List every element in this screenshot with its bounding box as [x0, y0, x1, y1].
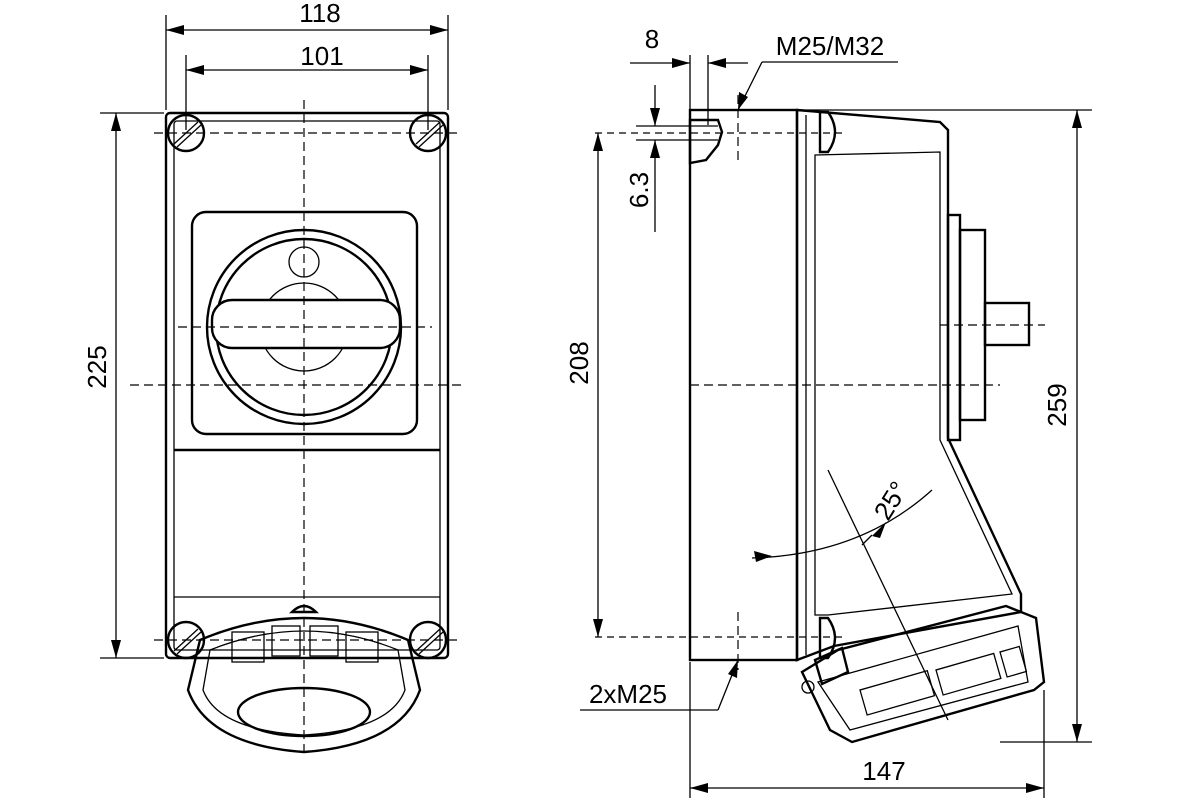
dimension-101-label: 101	[300, 41, 343, 71]
dimension-6-3	[636, 85, 690, 232]
front-socket	[186, 604, 422, 754]
front-view: 118 101 225	[82, 0, 465, 754]
top-cable-entry	[688, 118, 724, 165]
dimension-259	[797, 109, 1092, 743]
side-cover-body	[795, 108, 1023, 662]
leader-m25-m32	[737, 61, 898, 111]
side-top-screw	[818, 110, 837, 154]
side-bottom-screw	[818, 616, 837, 660]
side-cover-inner-edge	[814, 151, 1013, 616]
thread-m25-m32-label: M25/M32	[776, 31, 884, 61]
dimension-118	[165, 15, 449, 110]
dimension-208-label: 208	[564, 341, 594, 384]
socket-axis-line	[827, 469, 949, 721]
dimension-118-label: 118	[299, 0, 340, 28]
rotary-handle	[210, 298, 402, 350]
dimension-208	[593, 133, 603, 637]
dimension-8	[630, 55, 748, 125]
leader-2xm25	[580, 659, 739, 711]
dimension-147	[689, 662, 1045, 798]
dimension-225	[100, 112, 164, 659]
dimension-6-3-label: 6.3	[624, 172, 654, 208]
dimension-8-label: 8	[645, 24, 659, 54]
dimension-259-label: 259	[1042, 383, 1072, 426]
side-switch-plate	[946, 213, 962, 442]
side-angled-socket	[800, 604, 1046, 744]
dimension-147-label: 147	[862, 756, 905, 786]
dimension-225-label: 225	[82, 345, 112, 388]
dimension-101	[185, 55, 429, 130]
thread-2xm25-label: 2xM25	[589, 679, 667, 709]
dimension-angle-25-label: 25°	[868, 476, 914, 525]
dimension-angle-25	[751, 489, 933, 562]
side-switch-shaft	[983, 301, 1031, 347]
side-view: 25° 8 M25/M32 6.3	[564, 24, 1092, 798]
